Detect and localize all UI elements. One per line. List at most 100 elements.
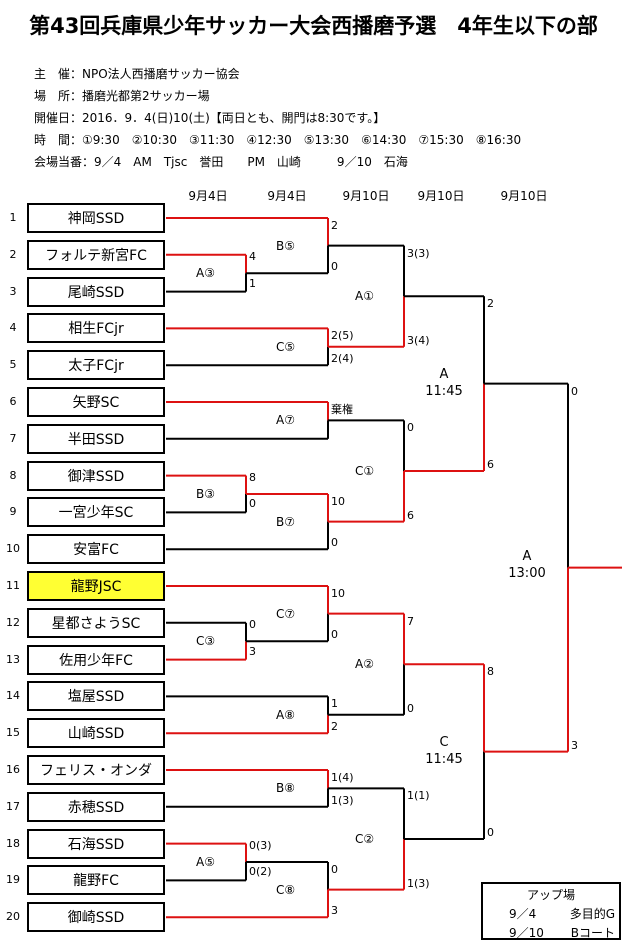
match-label: A 13:00 — [508, 548, 546, 582]
team-number: 10 — [6, 542, 20, 556]
team-number: 16 — [6, 763, 20, 776]
score-label: 2 — [331, 219, 338, 232]
team-name: 佐用少年FC — [27, 644, 165, 675]
page-title: 第43回兵庫県少年サッカー大会西播磨予選 4年生以下の部 — [29, 14, 598, 38]
score-label: 10 — [331, 495, 345, 508]
score-label: 0 — [407, 421, 414, 435]
date-header: 9月10日 — [342, 189, 390, 203]
match-label: A② — [355, 657, 374, 672]
legend-date: 9／10 — [509, 926, 544, 940]
team-name: 相生FCjr — [27, 313, 165, 344]
legend-place: Bコート — [570, 926, 615, 940]
score-label: 1 — [249, 276, 256, 290]
date-header: 9月10日 — [500, 189, 548, 203]
score-label: 6 — [487, 458, 494, 471]
match-label: C 11:45 — [425, 734, 463, 768]
score-label: 2(5) — [331, 329, 354, 343]
team-number: 14 — [6, 689, 20, 703]
score-label: 10 — [331, 587, 345, 600]
info-date: 開催日：2016．9．4(日)10(土)【両日とも、開門は8:30です。】 — [34, 111, 386, 125]
team-name: 星都さようSC — [27, 607, 165, 638]
team-name: 石海SSD — [27, 828, 165, 859]
team-number: 6 — [9, 395, 17, 408]
match-label: B⑦ — [276, 514, 295, 529]
match-label: A① — [355, 289, 374, 304]
score-label: 3 — [331, 904, 338, 918]
info-organizer: 主 催：NPO法人西播磨サッカー協会 — [34, 67, 240, 81]
match-label: C⑦ — [276, 606, 296, 621]
team-name: フォルテ新宮FC — [27, 239, 165, 270]
info-venue: 場 所：播磨光都第2サッカー場 — [34, 89, 210, 103]
team-name: 赤穂SSD — [27, 791, 165, 822]
match-label: B⑧ — [276, 781, 295, 796]
team-name: 山崎SSD — [27, 718, 165, 749]
match-label: B⑤ — [276, 238, 295, 253]
score-label: 0 — [331, 260, 338, 274]
score-label: 6 — [407, 508, 414, 522]
score-label: 3(3) — [407, 246, 430, 260]
team-name: 一宮少年SC — [27, 497, 165, 528]
team-number: 17 — [6, 799, 20, 813]
score-label: 8 — [487, 665, 494, 679]
team-number: 20 — [6, 910, 20, 924]
team-number: 13 — [6, 652, 20, 666]
score-label: 2 — [331, 720, 338, 734]
match-label: C① — [355, 464, 375, 478]
team-number: 5 — [9, 358, 17, 372]
team-number: 19 — [6, 873, 20, 887]
match-label: C⑧ — [276, 882, 296, 897]
date-header: 9月10日 — [417, 189, 465, 203]
team-name: 御津SSD — [27, 460, 165, 491]
score-label: 1 — [331, 697, 338, 711]
legend-title: アップ場 — [526, 888, 575, 902]
score-label: 0 — [331, 863, 338, 876]
match-label: C② — [355, 832, 375, 846]
team-name: 龍野FC — [27, 865, 165, 896]
team-name: 尾崎SSD — [27, 276, 165, 307]
team-number: 12 — [6, 615, 20, 629]
team-number: 9 — [9, 505, 17, 519]
score-label: 1(3) — [407, 876, 430, 890]
score-label: 0 — [249, 497, 256, 511]
score-label: 0 — [331, 536, 338, 550]
legend-row: 9／4 多目的G — [483, 903, 619, 922]
score-label: 0 — [249, 617, 256, 631]
date-header: 9月4日 — [267, 189, 307, 203]
match-label: A⑧ — [276, 707, 295, 722]
score-label: 3(4) — [407, 333, 430, 347]
score-label: 1(3) — [331, 793, 354, 807]
info-time: 時 間：①9:30 ②10:30 ③11:30 ④12:30 ⑤13:30 ⑥1… — [34, 133, 522, 147]
match-label: A 11:45 — [425, 366, 463, 400]
score-label: 8 — [249, 470, 256, 484]
score-label: 0 — [407, 701, 414, 715]
score-label: 3 — [571, 738, 578, 752]
team-name: 安富FC — [27, 534, 165, 565]
match-label: A⑤ — [196, 855, 215, 869]
score-label: 3 — [249, 644, 256, 658]
team-name: 太子FCjr — [27, 350, 165, 381]
team-name: 龍野JSC — [27, 571, 165, 601]
match-label: C⑤ — [276, 339, 296, 354]
team-name: フェリス・オンダ — [27, 755, 165, 785]
team-number: 11 — [6, 579, 20, 592]
team-number: 2 — [9, 247, 17, 261]
legend-row: 9／10 Bコート — [483, 922, 619, 941]
match-label: A③ — [196, 266, 215, 281]
score-label: 1(1) — [407, 789, 430, 803]
team-number: 7 — [9, 431, 17, 445]
team-name: 御崎SSD — [27, 902, 165, 933]
score-label: 0(2) — [249, 865, 272, 879]
score-label: 4 — [249, 249, 256, 263]
team-number: 3 — [9, 284, 17, 298]
team-name: 半田SSD — [27, 423, 165, 454]
team-number: 15 — [6, 726, 20, 740]
score-label: 2 — [487, 297, 494, 311]
team-number: 4 — [9, 321, 17, 335]
team-number: 18 — [6, 836, 20, 850]
score-label: 2(4) — [331, 352, 354, 366]
score-label: 0(3) — [249, 838, 272, 852]
score-label: 1(4) — [331, 771, 354, 784]
score-label: 0 — [571, 384, 578, 398]
legend-place: 多目的G — [569, 907, 615, 921]
